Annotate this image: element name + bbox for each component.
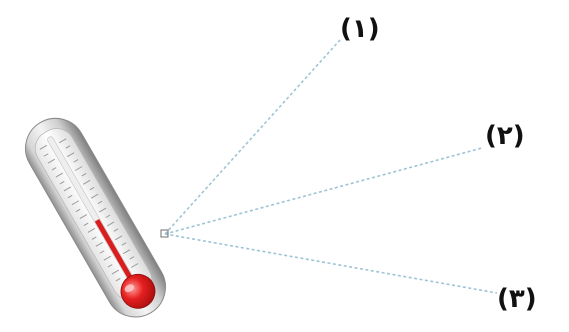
thermometer-icon — [15, 107, 177, 328]
leader-line-3 — [165, 234, 497, 293]
leader-lines — [165, 40, 497, 293]
leader-line-1 — [165, 40, 340, 234]
label-2: (۲) — [485, 121, 525, 151]
label-1: (۱) — [340, 14, 380, 44]
label-3: (۳) — [497, 284, 537, 314]
leader-line-2 — [165, 148, 482, 234]
